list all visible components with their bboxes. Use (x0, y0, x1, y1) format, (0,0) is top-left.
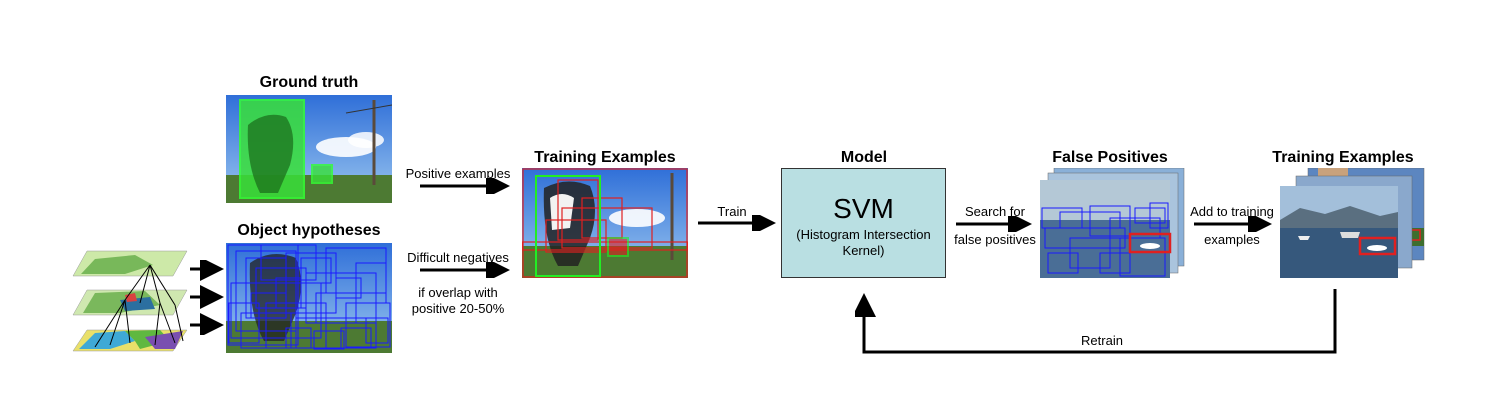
false-positives-stack (1040, 168, 1185, 278)
svm-kernel-line1: (Histogram Intersection (796, 227, 931, 242)
svm-title: SVM (833, 193, 894, 224)
training-examples-title-2: Training Examples (1272, 149, 1414, 166)
difficult-negatives-arrow (420, 262, 510, 278)
search-label-line2: false positives (954, 232, 1036, 247)
model-title: Model (840, 149, 888, 166)
add-label-line1: Add to training (1190, 204, 1274, 219)
retrain-label: Retrain (1081, 333, 1123, 348)
add-label-line2: examples (1204, 232, 1260, 247)
train-label: Train (717, 204, 747, 219)
search-arrow (956, 216, 1032, 232)
ground-truth-title: Ground truth (259, 74, 359, 91)
training-examples-image (522, 168, 688, 278)
svm-kernel-line2: Kernel) (842, 243, 885, 258)
training-examples-title: Training Examples (534, 149, 676, 166)
object-hypotheses-title: Object hypotheses (237, 222, 381, 239)
positive-examples-arrow (420, 178, 510, 194)
object-hypotheses-image (226, 243, 392, 353)
overlap-label-line1: if overlap with (418, 285, 498, 300)
ground-truth-image (226, 95, 392, 203)
positive-examples-label: Positive examples (405, 166, 511, 181)
search-label-line1: Search for (965, 204, 1025, 219)
train-arrow (698, 215, 776, 231)
layer-arrows (190, 260, 224, 335)
retrain-loop-arrow (855, 289, 1337, 354)
false-positives-title: False Positives (1052, 149, 1168, 166)
overlap-label-line2: positive 20-50% (411, 301, 505, 316)
segmentation-layers (72, 250, 188, 352)
svm-model-box: SVM (Histogram Intersection Kernel) (781, 168, 946, 278)
difficult-negatives-label: Difficult negatives (407, 250, 509, 265)
add-arrow (1194, 216, 1272, 232)
training-examples-stack (1280, 168, 1425, 278)
